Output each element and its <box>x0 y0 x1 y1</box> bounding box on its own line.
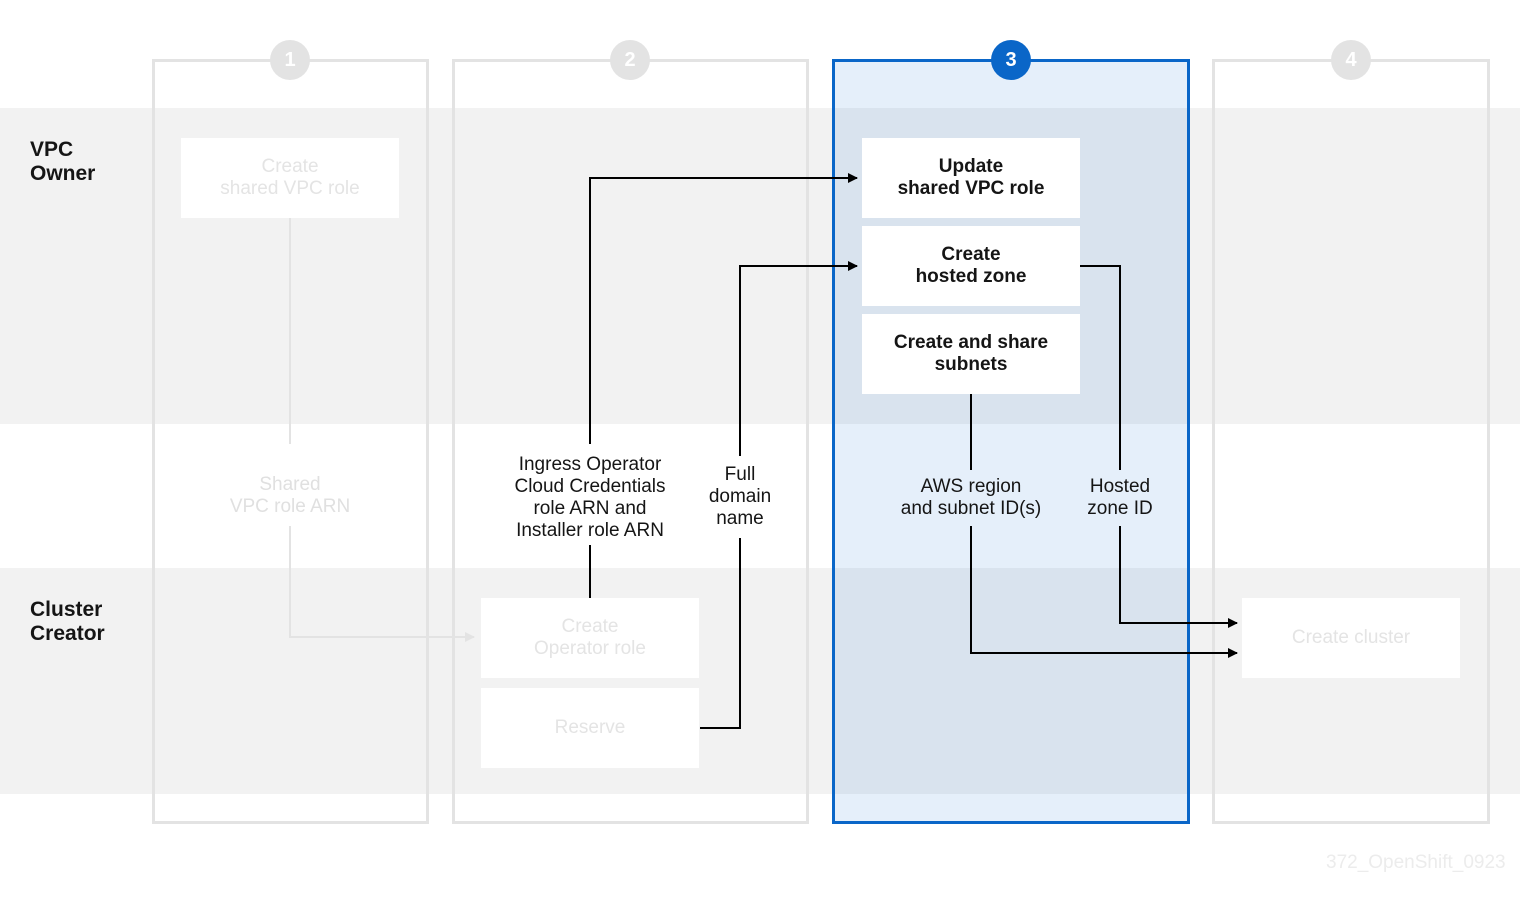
lane-label-vpc-owner: VPC Owner <box>30 138 96 185</box>
step-column-4 <box>1212 59 1490 824</box>
node-create-cluster: Create cluster <box>1242 598 1460 678</box>
label-shared-vpc-role-arn: Shared VPC role ARN <box>229 474 351 517</box>
step-badge-4: 4 <box>1331 40 1371 80</box>
step-badge-2: 2 <box>610 40 650 80</box>
node-create-and-share-subnets: Create and share subnets <box>862 314 1080 394</box>
step-badge-1: 1 <box>270 40 310 80</box>
node-reserve: Reserve <box>481 688 699 768</box>
label-full-domain-name: Full domain name <box>708 464 772 529</box>
node-create-hosted-zone: Create hosted zone <box>862 226 1080 306</box>
figure-id-watermark: 372_OpenShift_0923 <box>1326 852 1506 873</box>
node-create-operator-role: Create Operator role <box>481 598 699 678</box>
label-aws-region-subnets: AWS region and subnet ID(s) <box>900 476 1042 519</box>
label-hosted-zone-id: Hosted zone ID <box>1087 476 1153 519</box>
lane-label-cluster-creator: Cluster Creator <box>30 598 105 645</box>
node-update-shared-vpc-role: Update shared VPC role <box>862 138 1080 218</box>
label-ingress-operator-arns: Ingress Operator Cloud Credentials role … <box>514 454 666 541</box>
node-create-shared-vpc-role: Create shared VPC role <box>181 138 399 218</box>
step-badge-3: 3 <box>991 40 1031 80</box>
